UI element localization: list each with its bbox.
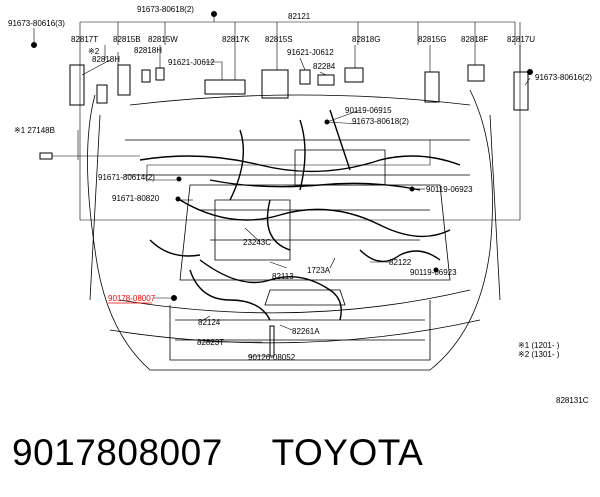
label-82817u[interactable]: 82817U	[507, 35, 535, 44]
label-91673-80618[interactable]: 91673-80618(2)	[137, 5, 194, 14]
label-82818h[interactable]: 82818H	[92, 55, 120, 64]
label-91673-80616-left[interactable]: 91673-80616(3)	[8, 19, 65, 28]
label-82121[interactable]: 82121	[288, 12, 311, 21]
label-82815s[interactable]: 82815S	[265, 35, 293, 44]
brand-name: TOYOTA	[271, 432, 424, 473]
leader-lines	[33, 14, 531, 357]
label-91673-80616-right[interactable]: 91673-80616(2)	[535, 73, 592, 82]
part-number: 9017808007	[12, 432, 223, 473]
label-90119-06915[interactable]: 90119-06915	[345, 106, 392, 115]
label-91671-80614[interactable]: 91671-80614(2)	[98, 173, 155, 182]
label-note2b: ※2 (1301- )	[518, 350, 560, 359]
label-90119-06923-a[interactable]: 90119-06923	[426, 185, 473, 194]
harness-wires	[139, 109, 461, 321]
label-82815b[interactable]: 82815B	[113, 35, 141, 44]
part-components	[31, 11, 533, 357]
part-labels: 91673-80618(2) 82121 91673-80616(3) 8281…	[8, 5, 592, 405]
wiring-harness-diagram: 91673-80618(2) 82121 91673-80616(3) 8281…	[8, 5, 592, 405]
label-82284[interactable]: 82284	[313, 62, 336, 71]
label-diagram-ref: 828131C	[556, 396, 589, 405]
label-1723a[interactable]: 1723A	[307, 266, 331, 275]
label-91621-j0612-b[interactable]: 91621-J0612	[287, 48, 334, 57]
label-note1: ※1 (1201- )	[518, 341, 560, 350]
label-82261a[interactable]: 82261A	[292, 327, 320, 336]
label-91621-j0612-a[interactable]: 91621-J0612	[168, 58, 215, 67]
part-footer: 9017808007 TOYOTA	[12, 432, 592, 482]
label-90178-08007[interactable]: 90178-08007	[108, 294, 156, 303]
label-91673-80618-b[interactable]: 91673-80618(2)	[352, 117, 409, 126]
label-91671-80820[interactable]: 91671-80820	[112, 194, 160, 203]
label-82815w[interactable]: 82815W	[148, 35, 178, 44]
label-82815g[interactable]: 82815G	[418, 35, 446, 44]
label-82122[interactable]: 82122	[389, 258, 412, 267]
label-82818f[interactable]: 82818F	[461, 35, 488, 44]
label-82818g[interactable]: 82818G	[352, 35, 380, 44]
label-82818h-b[interactable]: 82818H	[134, 46, 162, 55]
label-note2: ※2	[88, 47, 100, 56]
label-82823t[interactable]: 82823T	[197, 338, 224, 347]
label-27148b[interactable]: ※1 27148B	[14, 126, 55, 135]
label-82124[interactable]: 82124	[198, 318, 221, 327]
label-82817k[interactable]: 82817K	[222, 35, 250, 44]
label-90126-08052[interactable]: 90126-08052	[248, 353, 296, 362]
label-90119-06923-b[interactable]: 90119-06923	[410, 268, 457, 277]
vehicle-outline	[87, 89, 501, 371]
label-82817t[interactable]: 82817T	[71, 35, 98, 44]
label-23243c[interactable]: 23243C	[243, 238, 271, 247]
label-82113[interactable]: 82113	[272, 272, 294, 281]
